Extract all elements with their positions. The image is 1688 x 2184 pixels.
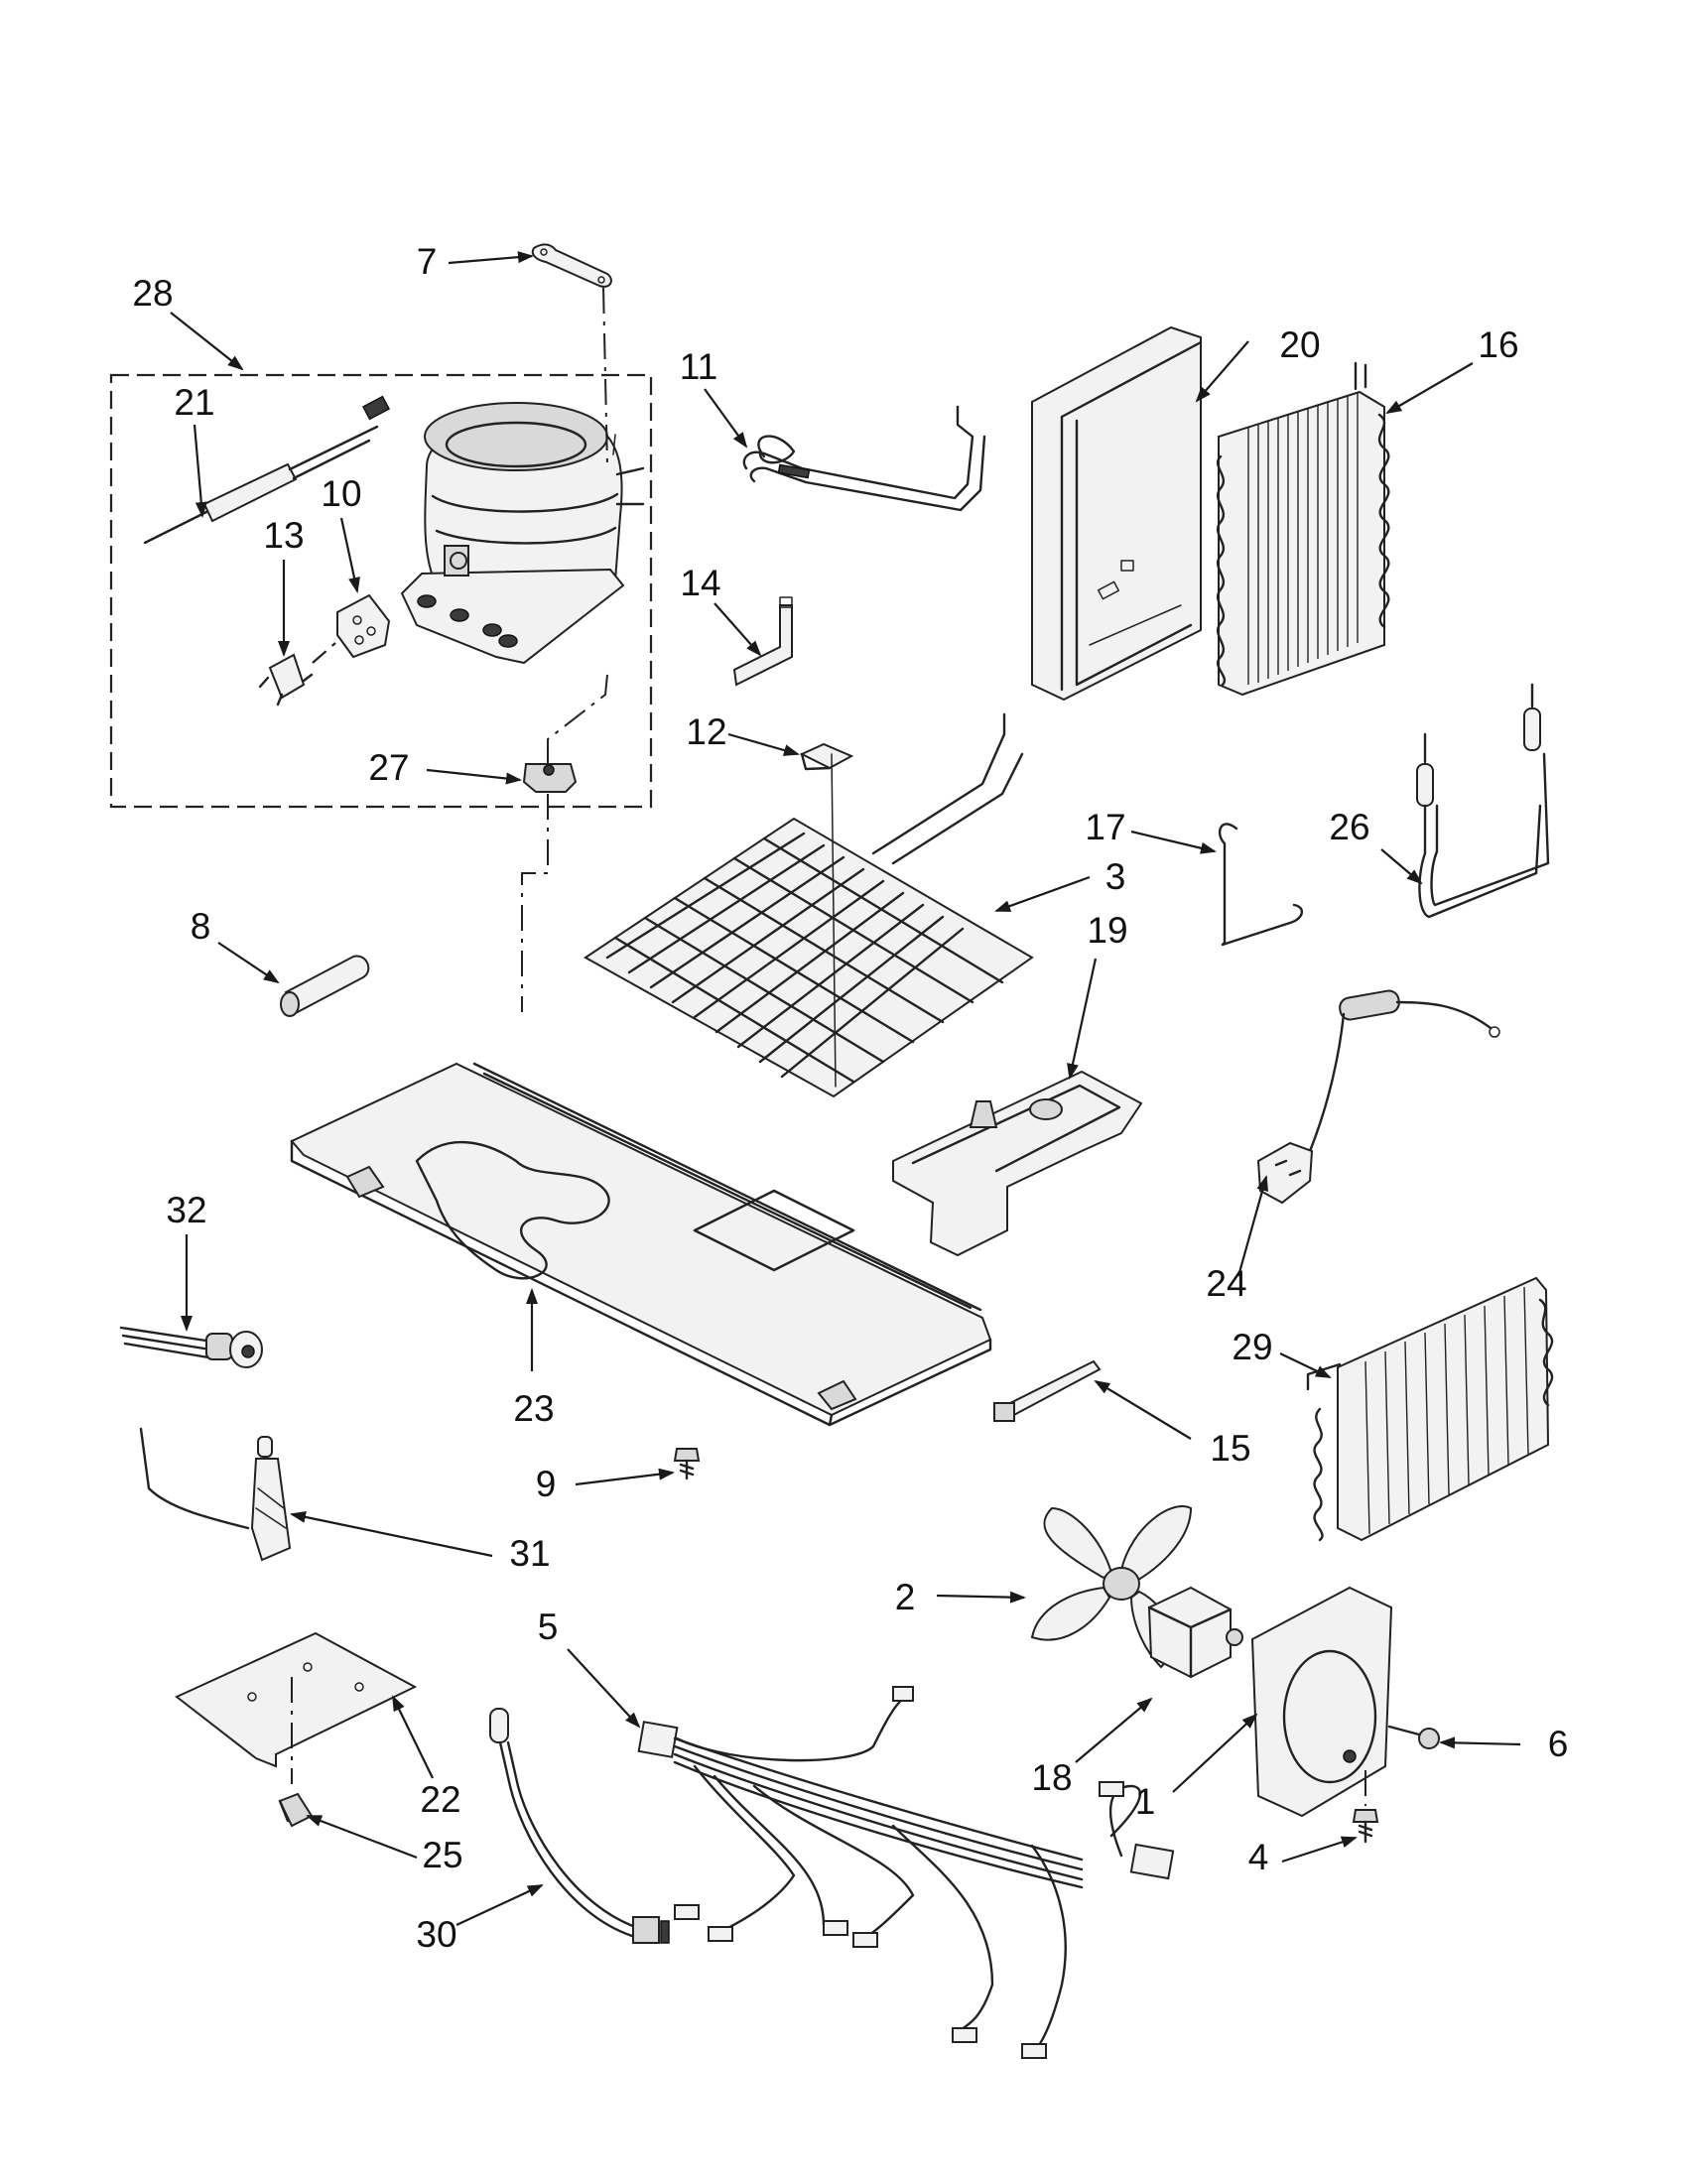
screw-9-illustration [673,1448,701,1480]
bracket-17-illustration [1218,823,1303,947]
cable-tie-15-illustration [993,1359,1102,1422]
condenser-illustration [1216,361,1390,697]
callout-12: 12 [686,711,726,752]
clip-12-illustration [799,742,854,771]
callout-13: 13 [263,515,304,556]
callout-19: 19 [1087,910,1127,951]
callout-29: 29 [1232,1327,1272,1367]
fan-bracket-1-illustration [1250,1586,1393,1818]
tube-14-illustration [732,596,793,687]
callout-21: 21 [174,382,214,423]
callout-labels: 1 2 3 4 5 6 7 8 9 10 11 12 13 14 15 16 1… [132,241,1568,1955]
filter-drier-illustration [143,395,391,545]
thermistor-32-illustration [119,1326,263,1368]
screw-6-illustration [1387,1725,1440,1749]
grommet-illustration [522,763,578,793]
fan-blade-2-illustration [1030,1505,1193,1669]
callout-5: 5 [538,1606,559,1647]
base-plate-23-illustration [290,1062,992,1427]
leader-lines [170,251,1521,1926]
drain-pan-illustration [892,1070,1143,1257]
callout-14: 14 [680,563,720,603]
callout-2: 2 [895,1577,916,1617]
callout-30: 30 [416,1914,456,1955]
callout-22: 22 [420,1779,460,1820]
power-cord-illustration [1256,989,1500,1205]
clip-25-illustration [278,1792,314,1828]
tube-11-illustration [742,405,986,512]
callout-15: 15 [1210,1428,1250,1469]
evaporator-illustration [584,712,1034,1098]
callout-31: 31 [509,1533,550,1574]
condenser-coil-29-illustration [1306,1276,1554,1542]
cover-22-illustration [175,1631,418,1784]
foam-block-8-illustration [280,955,370,1017]
callout-11: 11 [680,346,717,387]
callout-27: 27 [368,747,409,788]
callout-18: 18 [1031,1757,1072,1798]
tubing-26-illustration [1416,683,1550,919]
wire-harness-5-illustration [637,1686,1175,2059]
callout-7: 7 [417,241,438,282]
condenser-shroud-illustration [1031,325,1203,702]
wire-30-illustration [489,1708,670,1944]
compressor-illustration [400,402,645,665]
callout-1: 1 [1135,1781,1156,1822]
compressor-kit-boundary [109,373,653,809]
callout-17: 17 [1085,807,1125,847]
callout-9: 9 [536,1464,557,1504]
start-relay-illustration [336,593,391,659]
screw-4-illustration [1352,1770,1379,1844]
callout-16: 16 [1478,324,1518,365]
callout-3: 3 [1105,856,1126,897]
callout-4: 4 [1248,1837,1269,1877]
callout-26: 26 [1329,807,1369,847]
overload-protector-illustration [258,642,336,707]
callout-32: 32 [166,1190,206,1230]
callout-8: 8 [191,906,211,947]
callout-24: 24 [1206,1263,1246,1304]
callout-10: 10 [321,473,361,514]
clip-illustration [531,243,612,288]
defrost-heater-31-illustration [139,1427,292,1562]
callout-28: 28 [132,273,173,314]
fan-motor-18-illustration [1147,1586,1243,1679]
callout-20: 20 [1279,324,1320,365]
callout-23: 23 [513,1388,554,1429]
callout-6: 6 [1548,1724,1569,1764]
callout-25: 25 [422,1835,462,1875]
